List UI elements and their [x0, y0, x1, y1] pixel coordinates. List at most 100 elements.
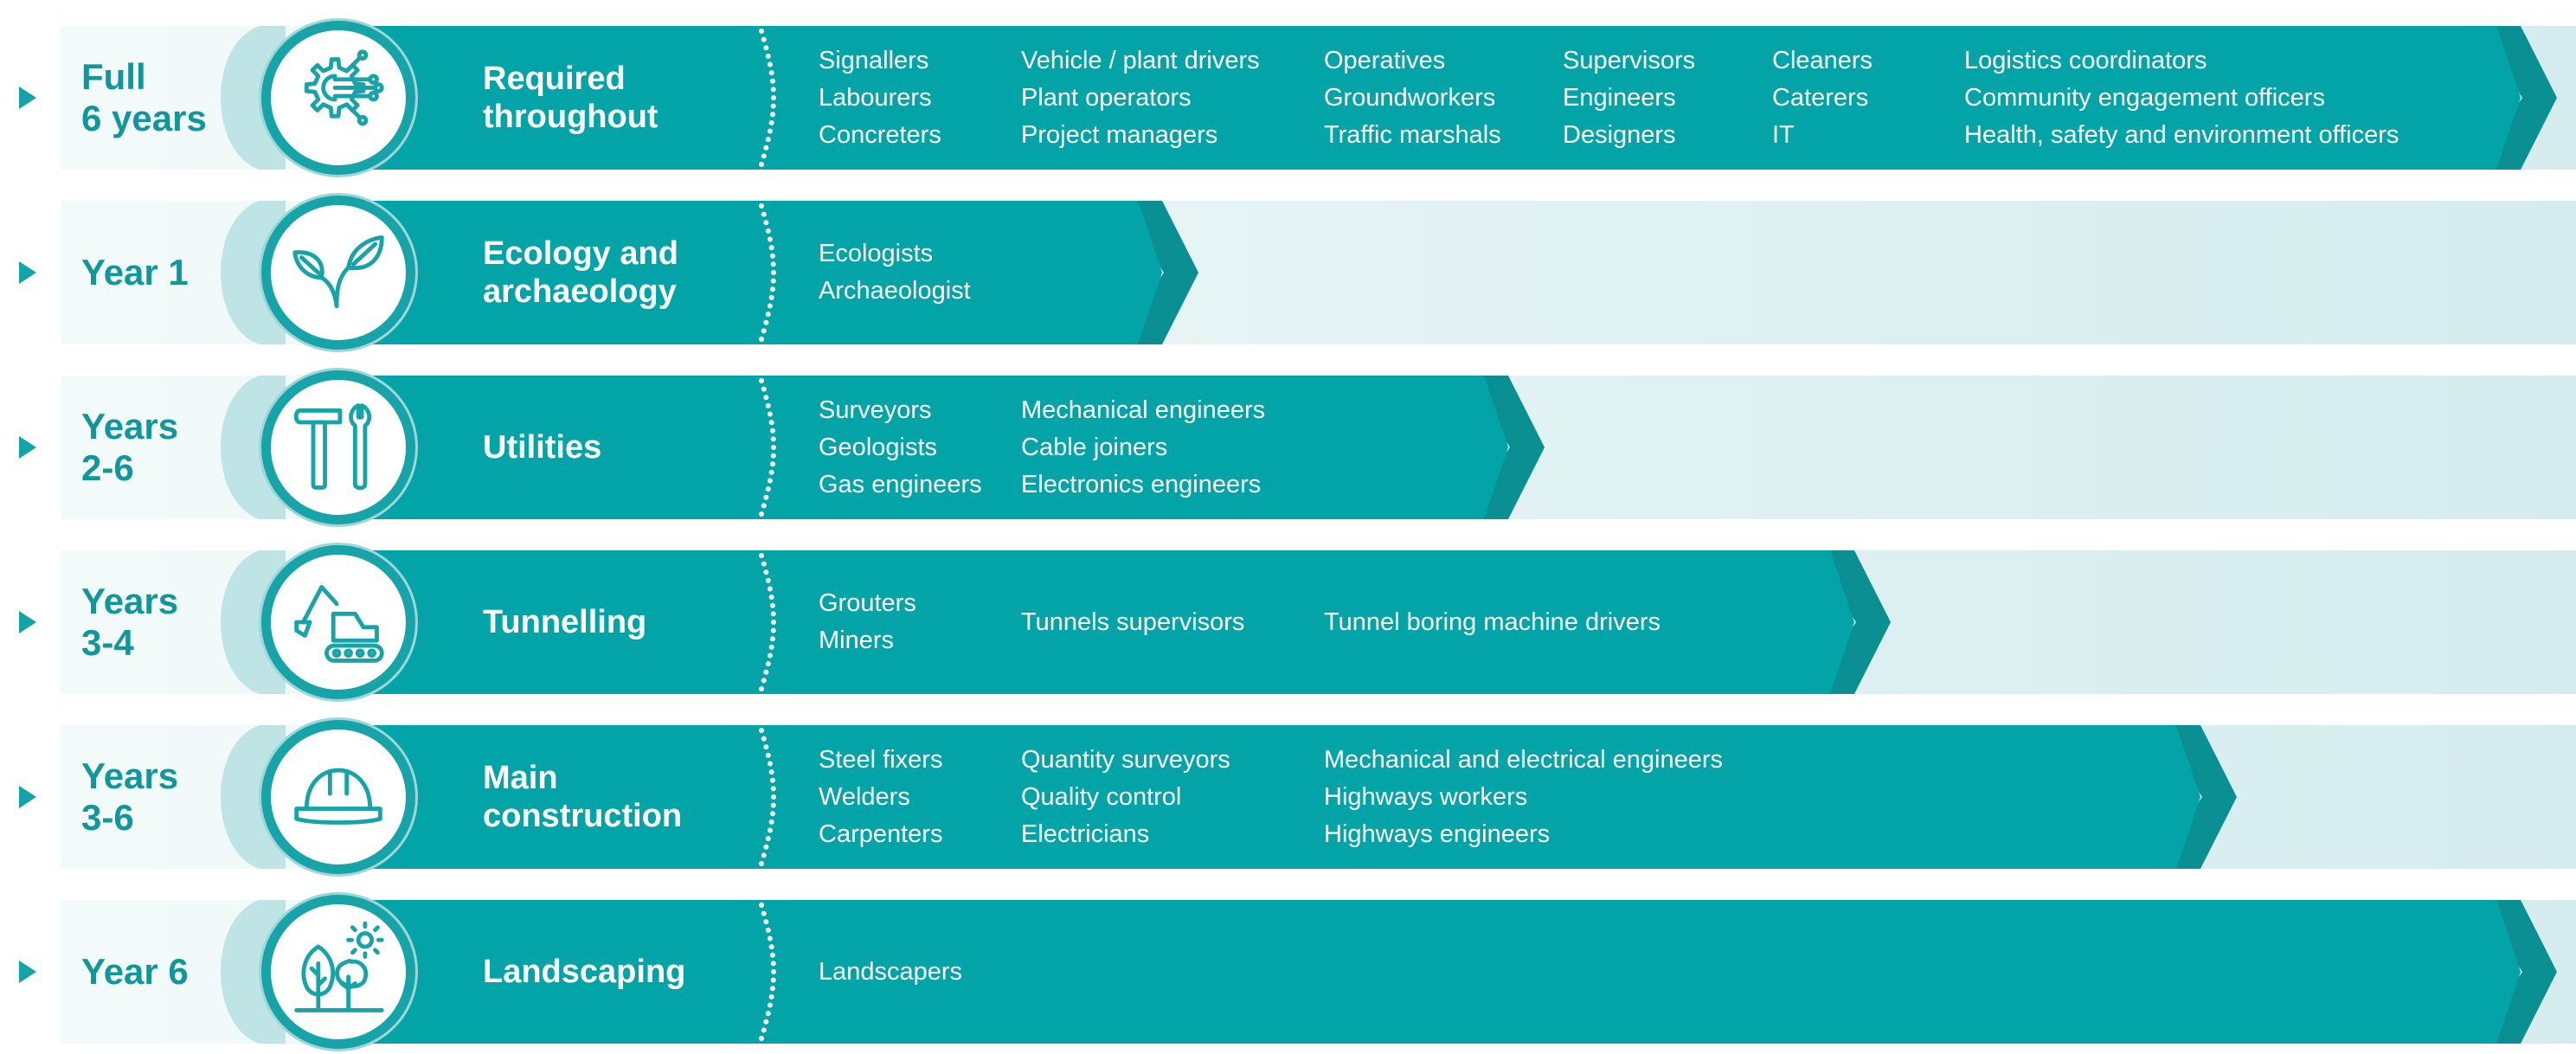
separator-dot: [770, 103, 776, 109]
separator-dot: [768, 644, 774, 650]
arrow-band: [342, 201, 1162, 344]
separator-dot: [768, 594, 774, 601]
role-item: Signallers: [819, 46, 929, 74]
separator-dot: [769, 253, 775, 259]
stage-title: Utilities: [483, 429, 602, 466]
separator-dot: [761, 503, 767, 509]
role-item: Carpenters: [819, 819, 943, 848]
row-band: [61, 550, 2576, 694]
role-item: Welders: [819, 782, 910, 811]
row-band: [61, 725, 2576, 869]
arrow-chevron: [1115, 201, 1198, 344]
separator-dot: [763, 919, 769, 925]
separator-dot: [769, 112, 775, 118]
stage-title: Required throughout: [483, 61, 658, 135]
separator-dot: [771, 969, 776, 974]
separator-dot: [769, 427, 775, 434]
separator-dot: [769, 602, 775, 608]
separator-dot: [767, 303, 773, 309]
phase-label: Years 3-6: [81, 755, 179, 838]
role-column: Tunnel boring machine drivers: [1324, 550, 1661, 694]
row-band: [61, 900, 2576, 1044]
separator-dot: [759, 29, 764, 34]
separator-dot: [770, 278, 776, 284]
separator-dot: [767, 128, 773, 134]
arrow-band: [342, 900, 2521, 1044]
separator-dot: [768, 245, 774, 251]
phase-label: Year 1: [81, 252, 189, 292]
icon-circle: [261, 21, 415, 175]
separator-dot: [759, 511, 764, 517]
separator-dot: [763, 220, 769, 226]
arrow-chevron: [2474, 26, 2557, 170]
separator-dot: [761, 36, 767, 42]
arrow-chevron: [2474, 900, 2557, 1044]
role-item: Ecologists: [819, 240, 934, 267]
arrow-band: [342, 376, 1508, 519]
role-item: Plant operators: [1021, 83, 1192, 112]
timeline-row: Full 6 years Required throughout Signalle…: [0, 21, 2576, 175]
row-bullet-icon: [19, 261, 36, 284]
separator-dot: [769, 811, 775, 817]
separator-dot: [759, 378, 764, 383]
role-item: Geologists: [819, 433, 938, 461]
phase-label: Years 2-6: [81, 406, 179, 488]
separator-dot: [765, 752, 771, 758]
row-band: [61, 201, 2576, 344]
separator-dot: [763, 319, 769, 325]
separator-dot: [765, 137, 771, 143]
separator-dot: [770, 786, 776, 792]
separator-dot: [770, 611, 776, 617]
separator-dot: [767, 935, 773, 942]
role-item: Concreters: [819, 120, 941, 149]
role-item: Cleaners: [1772, 46, 1873, 74]
separator-dot: [761, 561, 767, 567]
trees-sun-icon: [294, 922, 384, 1012]
separator-dot: [770, 977, 776, 983]
role-item: Community engagement officers: [1964, 83, 2325, 112]
separator-dot: [759, 903, 764, 908]
separator-dot: [761, 328, 767, 334]
hammer-wrench-icon: [293, 403, 372, 491]
phase-label: Year 6: [81, 951, 189, 992]
separator-dot: [759, 728, 764, 733]
role-item: Engineers: [1563, 83, 1676, 112]
separator-dot: [771, 445, 776, 450]
separator-dot: [763, 395, 769, 401]
role-item: IT: [1772, 120, 1795, 149]
arrow-chevron: [2154, 725, 2237, 869]
separator-dot: [767, 652, 773, 659]
row-band: [61, 26, 2576, 170]
role-item: Surveyors: [819, 395, 932, 424]
separator-dot: [767, 61, 773, 67]
role-item: Project managers: [1021, 120, 1218, 149]
separator-dot: [768, 769, 774, 775]
separator-dot: [770, 261, 776, 267]
separator-dot: [767, 478, 773, 484]
role-item: Caterers: [1772, 83, 1869, 112]
role-item: Steel fixers: [819, 745, 943, 774]
separator-dot: [768, 420, 774, 426]
separator-dot: [767, 236, 773, 242]
separator-dot: [770, 627, 776, 633]
separator-dot: [768, 70, 774, 76]
separator-dot: [771, 270, 776, 275]
separator-dot: [765, 402, 771, 408]
separator-dot: [759, 1036, 764, 1041]
role-item: Mechanical and electrical engineers: [1324, 745, 1724, 774]
role-item: Electronics engineers: [1021, 470, 1262, 498]
separator-dot: [765, 228, 771, 234]
separator-dot: [761, 386, 767, 392]
separator-dot: [771, 794, 776, 800]
arrow-chevron: [1808, 550, 1891, 694]
separator-dot: [761, 1027, 767, 1033]
phase-label: Full 6 years: [81, 56, 207, 138]
